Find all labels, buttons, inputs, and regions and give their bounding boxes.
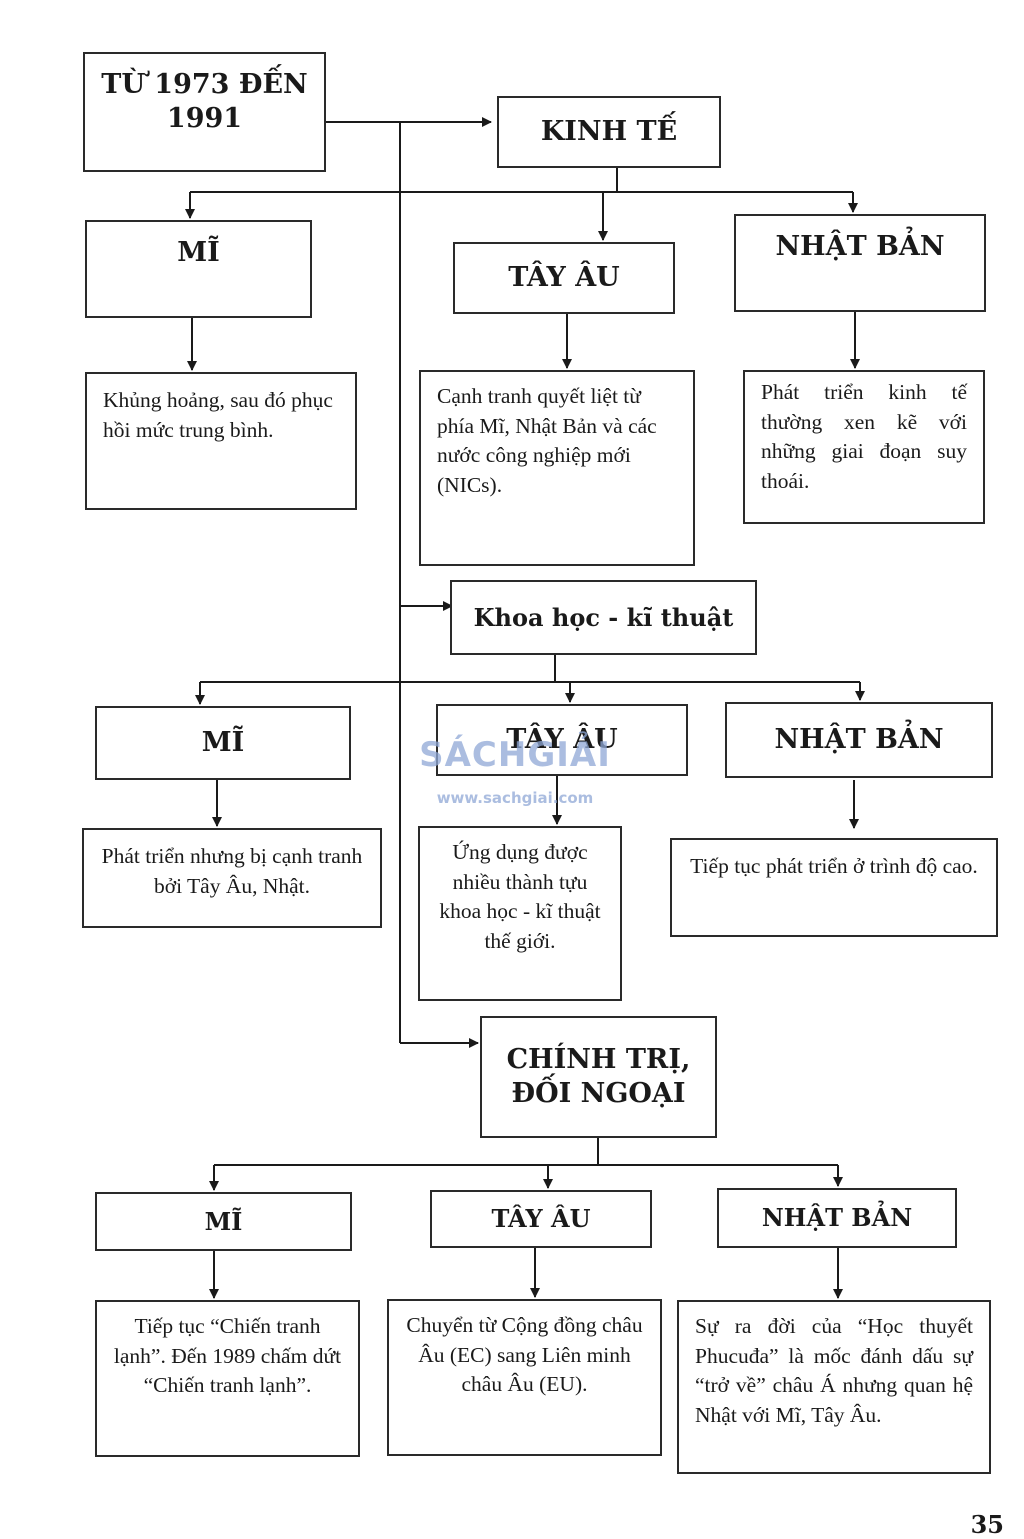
section-economy-box: KINH TẾ	[497, 96, 721, 168]
s3-mi-content-box: Tiếp tục “Chiến tranh lạnh”. Đến 1989 ch…	[95, 1300, 360, 1457]
s2-region-nhat-ban-label: NHẬT BẢN	[774, 724, 944, 756]
s2-tay-au-content-box: Ứng dụng được nhiều thành tựu khoa học -…	[418, 826, 622, 1001]
s3-nhat-ban-content-box: Sự ra đời của “Học thuyết Phucuđa” là mố…	[677, 1300, 991, 1474]
s1-mi-content-text: Khủng hoảng, sau đó phục hồi mức trung b…	[103, 388, 333, 442]
section-economy-title: KINH TẾ	[540, 116, 678, 148]
s3-region-nhat-ban-box: NHẬT BẢN	[717, 1188, 957, 1248]
s2-nhat-ban-content-text: Tiếp tục phát triển ở trình độ cao.	[690, 854, 978, 878]
s2-nhat-ban-content-box: Tiếp tục phát triển ở trình độ cao.	[670, 838, 998, 937]
s3-nhat-ban-content-text: Sự ra đời của “Học thuyết Phucuđa” là mố…	[695, 1314, 973, 1427]
s3-region-mi-box: MĨ	[95, 1192, 352, 1251]
page-number: 35	[970, 1510, 1004, 1539]
s1-nhat-ban-content-text: Phát triển kinh tế thường xen kẽ với nhữ…	[761, 380, 967, 493]
s3-mi-content-text: Tiếp tục “Chiến tranh lạnh”. Đến 1989 ch…	[113, 1314, 342, 1398]
s2-region-mi-label: MĨ	[201, 727, 245, 759]
s2-tay-au-content-text: Ứng dụng được nhiều thành tựu khoa học -…	[439, 840, 601, 953]
s3-region-mi-label: MĨ	[204, 1206, 243, 1236]
s1-tay-au-content-box: Cạnh tranh quyết liệt từ phía Mĩ, Nhật B…	[419, 370, 695, 566]
s3-region-tay-au-label: TÂY ÂU	[491, 1204, 591, 1233]
s1-region-tay-au-box: TÂY ÂU	[453, 242, 675, 314]
s3-tay-au-content-box: Chuyển từ Cộng đồng châu Âu (EC) sang Li…	[387, 1299, 662, 1456]
s1-region-nhat-ban-label: NHẬT BẢN	[775, 231, 945, 262]
s2-region-tay-au-box: TÂY ÂU	[436, 704, 688, 776]
section-science-title: Khoa học - kĩ thuật	[473, 602, 734, 632]
s2-region-nhat-ban-box: NHẬT BẢN	[725, 702, 993, 778]
root-title: TỪ 1973 ĐẾN 1991	[101, 69, 308, 134]
s1-region-nhat-ban-box: NHẬT BẢN	[734, 214, 986, 312]
s2-region-mi-box: MĨ	[95, 706, 351, 780]
s1-nhat-ban-content-box: Phát triển kinh tế thường xen kẽ với nhữ…	[743, 370, 985, 524]
s2-mi-content-box: Phát triển nhưng bị cạnh tranh bởi Tây Â…	[82, 828, 382, 928]
section-politics-box: CHÍNH TRỊ, ĐỐI NGOẠI	[480, 1016, 717, 1138]
s1-region-tay-au-label: TÂY ÂU	[508, 262, 620, 294]
section-science-box: Khoa học - kĩ thuật	[450, 580, 757, 655]
s3-region-nhat-ban-label: NHẬT BẢN	[761, 1203, 913, 1232]
s3-tay-au-content-text: Chuyển từ Cộng đồng châu Âu (EC) sang Li…	[406, 1313, 643, 1397]
s2-region-tay-au-label: TÂY ÂU	[506, 724, 618, 756]
s1-region-mi-label: MĨ	[177, 237, 220, 268]
root-box: TỪ 1973 ĐẾN 1991	[83, 52, 326, 172]
s3-region-tay-au-box: TÂY ÂU	[430, 1190, 652, 1248]
s1-tay-au-content-text: Cạnh tranh quyết liệt từ phía Mĩ, Nhật B…	[437, 384, 657, 497]
s1-mi-content-box: Khủng hoảng, sau đó phục hồi mức trung b…	[85, 372, 357, 510]
s1-region-mi-box: MĨ	[85, 220, 312, 318]
s2-mi-content-text: Phát triển nhưng bị cạnh tranh bởi Tây Â…	[101, 844, 363, 898]
section-politics-title: CHÍNH TRỊ, ĐỐI NGOẠI	[506, 1044, 691, 1109]
